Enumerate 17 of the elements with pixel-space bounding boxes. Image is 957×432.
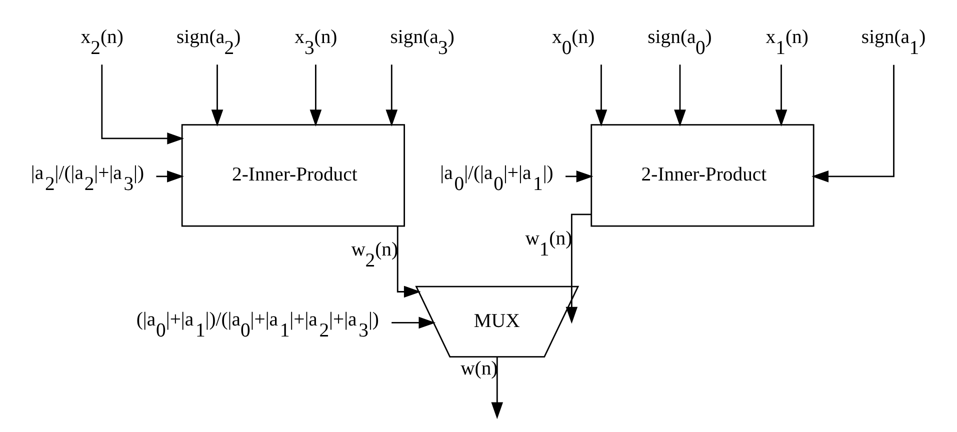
arrow [566, 214, 591, 324]
arrow [396, 226, 421, 298]
arrow [775, 64, 788, 127]
edge-label: w(n) [460, 358, 498, 380]
arrow [392, 316, 436, 329]
arrow [310, 64, 322, 127]
arrow [491, 356, 504, 420]
arrow [386, 64, 398, 127]
arrow [812, 64, 894, 182]
arrow [595, 64, 608, 127]
node-box: 2-Inner-Product [590, 124, 814, 227]
arrow [674, 64, 686, 127]
arrow [211, 64, 224, 127]
node-box: 2-Inner-Product [181, 124, 405, 227]
arrow [566, 170, 594, 182]
arrow [101, 64, 184, 144]
arrow [156, 170, 184, 182]
